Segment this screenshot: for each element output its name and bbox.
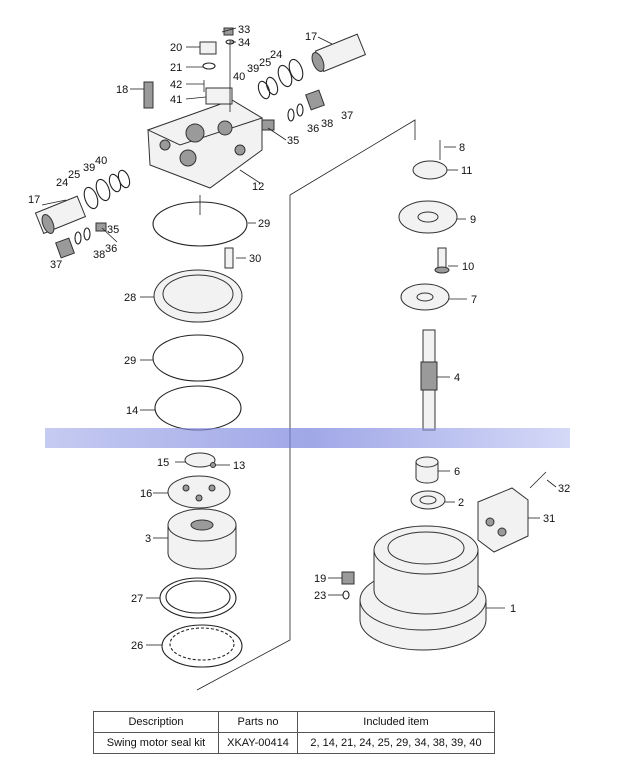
plug-19 — [341, 571, 355, 585]
callout-9: 9 — [470, 214, 476, 226]
callout-36-lower: 36 — [105, 243, 117, 255]
plugs-lower — [55, 222, 107, 259]
callout-35-lower: 35 — [107, 224, 119, 236]
cylinder-block-3 — [167, 508, 237, 570]
callout-40-upper: 40 — [233, 71, 245, 83]
callout-20: 20 — [170, 42, 182, 54]
cell-included-item: 2, 14, 21, 24, 25, 29, 34, 38, 39, 40 — [297, 732, 495, 754]
callout-17-lower: 17 — [28, 194, 40, 206]
valve-block-31 — [477, 487, 529, 553]
bush-6 — [415, 456, 439, 484]
shoe-plate-7 — [400, 283, 450, 311]
callout-30: 30 — [249, 253, 261, 265]
spring-30 — [224, 247, 234, 269]
o-ring-14 — [154, 385, 242, 431]
callout-8: 8 — [459, 142, 465, 154]
callout-37-lower: 37 — [50, 259, 62, 271]
plate-27 — [159, 577, 237, 619]
callout-25-lower: 25 — [68, 169, 80, 181]
callout-27: 27 — [131, 593, 143, 605]
callout-25-upper: 25 — [259, 57, 271, 69]
valve-housing-12 — [146, 99, 264, 189]
leader-lines — [41, 27, 557, 646]
callout-37-upper: 37 — [341, 110, 353, 122]
drive-shaft-4 — [420, 329, 438, 431]
o-ring-29-lower — [152, 334, 244, 382]
o-ring-29-upper — [152, 201, 248, 247]
callout-4: 4 — [454, 372, 460, 384]
bolt-32 — [529, 471, 547, 489]
top-small-parts — [143, 27, 235, 112]
assembly-guide-lines — [196, 119, 416, 691]
motor-housing-1 — [359, 525, 487, 651]
callout-34: 34 — [238, 37, 250, 49]
callout-21: 21 — [170, 62, 182, 74]
valve-plate-15 — [184, 452, 216, 468]
callout-17-upper: 17 — [305, 31, 317, 43]
callout-3: 3 — [145, 533, 151, 545]
shoe-plate-16 — [167, 475, 231, 509]
table-header-row: Description Parts no Included item — [93, 711, 495, 733]
callout-7: 7 — [471, 294, 477, 306]
callout-42: 42 — [170, 79, 182, 91]
callout-13: 13 — [233, 460, 245, 472]
bearing-28 — [153, 269, 243, 323]
set-plate-9 — [398, 200, 458, 234]
callout-18: 18 — [116, 84, 128, 96]
o-rings-upper — [257, 58, 304, 100]
callout-10: 10 — [462, 261, 474, 273]
plugs-upper — [261, 89, 325, 131]
callout-14: 14 — [126, 405, 138, 417]
callout-29-upper: 29 — [258, 218, 270, 230]
relief-valve-17-upper — [311, 33, 367, 73]
callout-6: 6 — [454, 466, 460, 478]
callout-26: 26 — [131, 640, 143, 652]
cell-parts-no: XKAY-00414 — [218, 732, 298, 754]
callout-12: 12 — [252, 181, 264, 193]
callout-2: 2 — [458, 497, 464, 509]
seal-kit-table: Description Parts no Included item Swing… — [93, 711, 495, 754]
callout-23: 23 — [314, 590, 326, 602]
cell-description: Swing motor seal kit — [93, 732, 219, 754]
piston-10 — [434, 247, 450, 274]
callout-labels: 1 2 3 4 6 7 8 9 10 11 12 13 14 15 16 17 … — [28, 24, 570, 652]
callout-38-upper: 38 — [321, 118, 333, 130]
o-ring-23 — [342, 590, 350, 600]
callout-41: 41 — [170, 94, 182, 106]
watermark-band — [45, 428, 570, 448]
callout-40-lower: 40 — [95, 155, 107, 167]
exploded-parts-diagram: 1 2 3 4 6 7 8 9 10 11 12 13 14 15 16 17 … — [28, 24, 570, 691]
friction-plate-26 — [161, 624, 243, 668]
callout-1: 1 — [510, 603, 516, 615]
column-header-included-item: Included item — [297, 711, 495, 733]
callout-28: 28 — [124, 292, 136, 304]
callout-24-upper: 24 — [270, 49, 282, 61]
table-row: Swing motor seal kit XKAY-00414 2, 14, 2… — [93, 732, 495, 754]
ball-guide-11 — [412, 160, 448, 180]
callout-11: 11 — [461, 165, 472, 177]
callout-38-lower: 38 — [93, 249, 105, 261]
callout-24-lower: 24 — [56, 177, 68, 189]
column-header-description: Description — [93, 711, 219, 733]
callout-31: 31 — [543, 513, 555, 525]
callout-35-upper: 35 — [287, 135, 299, 147]
callout-39-lower: 39 — [83, 162, 95, 174]
callout-33: 33 — [238, 24, 250, 36]
callout-16: 16 — [140, 488, 152, 500]
callout-29-lower: 29 — [124, 355, 136, 367]
o-rings-lower — [83, 169, 131, 210]
callout-19: 19 — [314, 573, 326, 585]
callout-15: 15 — [157, 457, 169, 469]
callout-36-upper: 36 — [307, 123, 319, 135]
callout-32: 32 — [558, 483, 570, 495]
oil-seal-2 — [410, 490, 446, 510]
relief-valve-17-lower — [34, 195, 87, 235]
callout-39-upper: 39 — [247, 63, 259, 75]
column-header-parts-no: Parts no — [218, 711, 298, 733]
